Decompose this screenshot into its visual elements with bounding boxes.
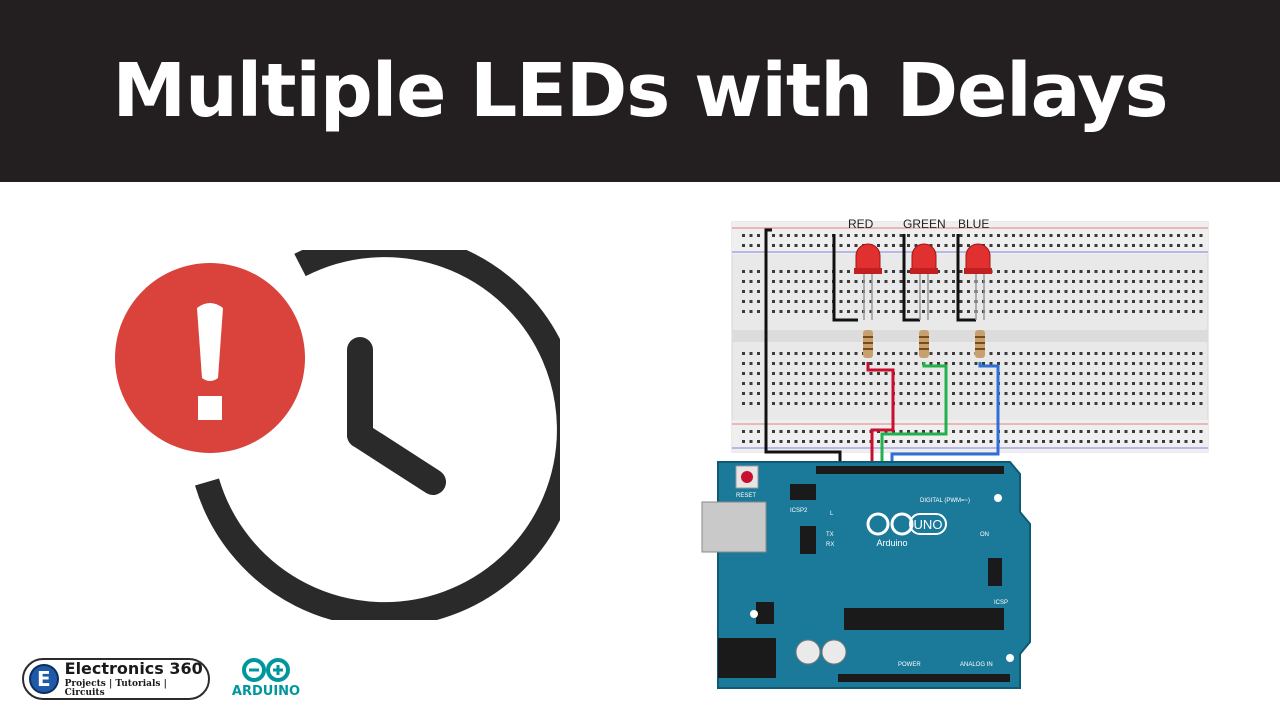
rx-label: RX	[826, 542, 834, 548]
resistors	[863, 330, 985, 358]
page-title: Multiple LEDs with Delays	[112, 48, 1168, 134]
title-banner: Multiple LEDs with Delays	[0, 0, 1280, 182]
electronics360-logo: E Electronics 360 Projects | Tutorials |…	[22, 658, 210, 700]
e360-tagline: Projects | Tutorials | Circuits	[64, 678, 167, 698]
led-blue	[964, 243, 992, 274]
led-label-blue: BLUE	[958, 217, 989, 231]
l-label: L	[830, 511, 834, 517]
e360-name: Electronics 360	[64, 658, 203, 678]
digital-header	[816, 466, 1004, 474]
arduino-uno-board: RESET UNO Arduino L TX RX ON DIGITAL (PW…	[701, 461, 1031, 689]
tx-label: TX	[826, 532, 834, 538]
reset-button	[741, 471, 753, 483]
analog-label: ANALOG IN	[960, 662, 993, 668]
icsp-label: ICSP	[994, 600, 1008, 606]
power-analog-header	[838, 674, 1010, 682]
digital-label: DIGITAL (PWM=~)	[920, 498, 970, 504]
circuit-diagram: RED GREEN BLUE RESET UNO Arduino L TX RX…	[701, 217, 1209, 689]
arduino-brand-logo: ARDUINO	[230, 656, 302, 702]
icsp2-label: ICSP2	[790, 508, 808, 514]
leds: RED GREEN BLUE	[848, 217, 992, 274]
exclamation-alert-icon	[115, 263, 305, 453]
atmega-chip	[844, 608, 1004, 630]
on-label: ON	[980, 532, 989, 538]
wires	[764, 228, 1000, 474]
led-label-green: GREEN	[903, 217, 946, 231]
reset-label: RESET	[736, 493, 756, 499]
led-red	[854, 243, 882, 274]
led-label-red: RED	[848, 217, 874, 231]
clock-alert-illustration	[115, 250, 560, 620]
breadboard-holes	[742, 234, 1203, 443]
led-green	[910, 243, 938, 274]
clock-icon	[195, 250, 560, 620]
board-brand: Arduino	[876, 538, 907, 548]
arduino-wordmark: ARDUINO	[231, 684, 301, 699]
e360-badge-icon: E	[29, 664, 59, 694]
usb-port	[701, 501, 767, 553]
breadboard	[731, 221, 1209, 453]
arduino-logo	[866, 512, 914, 536]
board-logo-text: UNO	[914, 517, 943, 532]
arduino-infinity-icon	[242, 658, 290, 682]
power-label: POWER	[898, 662, 921, 668]
power-jack	[718, 638, 776, 678]
